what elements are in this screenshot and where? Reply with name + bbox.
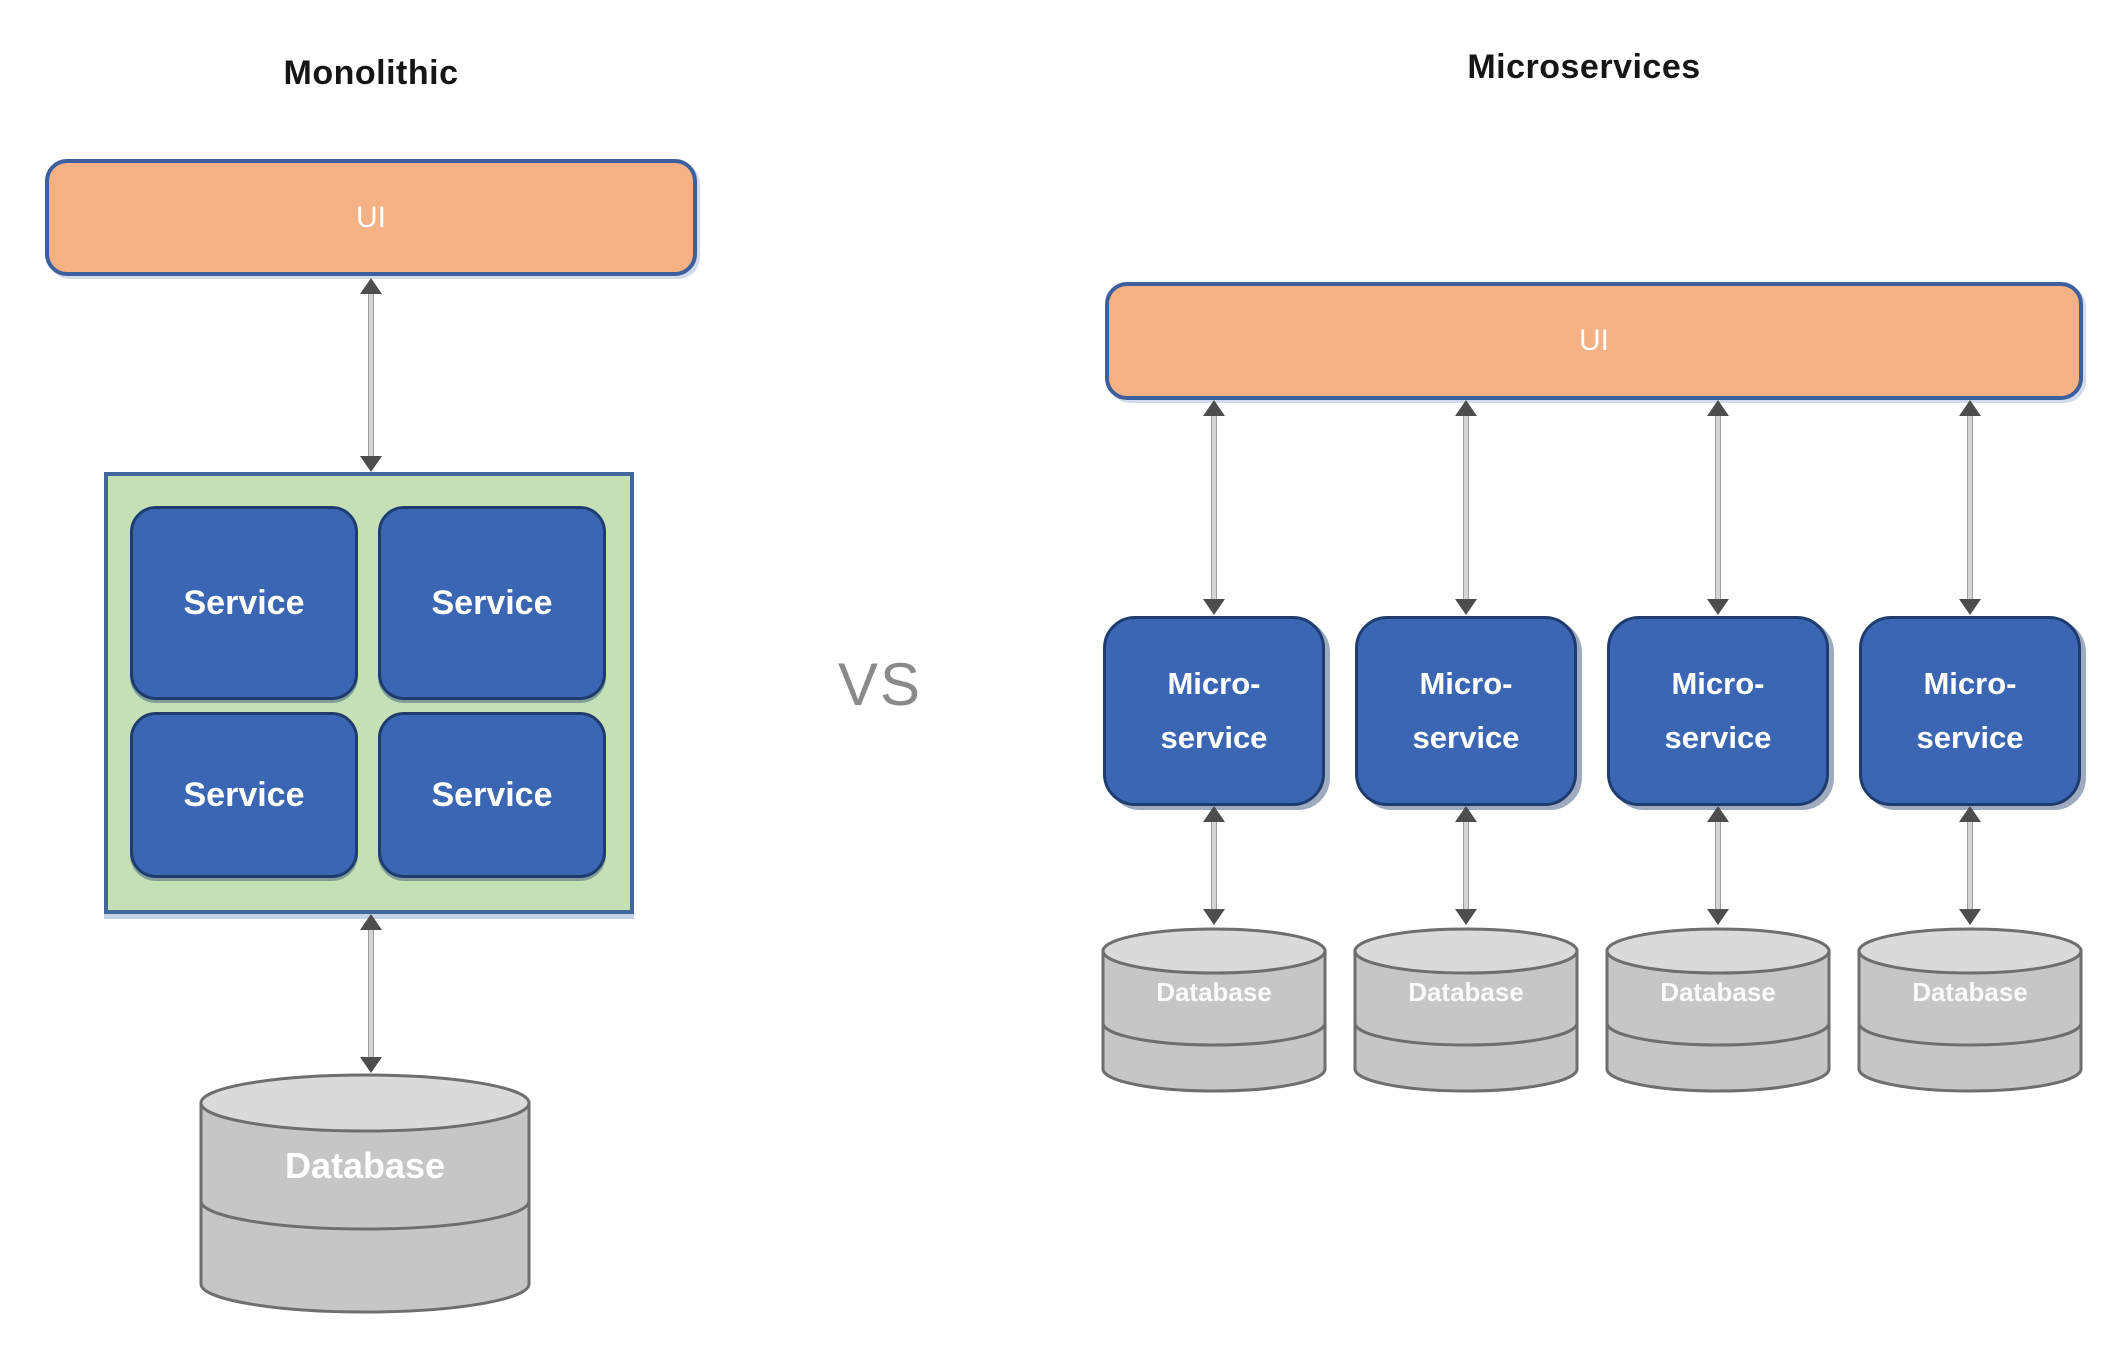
arrow-head-down: [360, 1057, 382, 1073]
database-label: Database: [1408, 977, 1524, 1007]
arrow-shaft: [1715, 822, 1721, 909]
database-cylinder-icon: [1353, 927, 1579, 1093]
arrow-head-up: [1203, 400, 1225, 416]
arrow-shaft: [368, 294, 374, 456]
service-label: Service: [431, 583, 553, 622]
microservice-label: Micro-service: [1160, 665, 1268, 755]
monolithic-ui-label: UI: [356, 200, 386, 234]
microservice-database-cylinder-2: Database: [1351, 925, 1581, 1095]
arrow-head-up: [1959, 400, 1981, 416]
microservice-label: Micro-service: [1412, 665, 1520, 755]
arrow-shaft: [1715, 416, 1721, 599]
ui-to-services-arrow: [358, 278, 384, 472]
arrow-head-down: [1959, 909, 1981, 925]
service-box-4: Service: [378, 712, 606, 878]
arrow-head-up: [1455, 400, 1477, 416]
database-label: Database: [1660, 977, 1776, 1007]
database-cylinder-icon: [199, 1073, 531, 1314]
service-label: Service: [183, 583, 305, 622]
microservices-ui-label: UI: [1579, 324, 1609, 357]
arrow-shaft: [368, 930, 374, 1057]
arrow-head-down: [1455, 599, 1477, 615]
arrow-head-up: [1707, 806, 1729, 822]
microservice-box-2: Micro-service: [1355, 616, 1577, 806]
arrow-shaft: [1463, 822, 1469, 909]
monolithic-title: Monolithic: [283, 54, 459, 92]
arrow-head-up: [360, 278, 382, 294]
arrow-head-down: [1707, 599, 1729, 615]
service-box-2: Service: [378, 506, 606, 700]
arrow-head-down: [1959, 599, 1981, 615]
database-cylinder-icon: [1101, 927, 1327, 1093]
arrow-head-up: [1203, 806, 1225, 822]
microservice-database-cylinder-3: Database: [1603, 925, 1833, 1095]
arrow-head-up: [360, 914, 382, 930]
arrow-head-down: [360, 456, 382, 472]
service-box-3: Service: [130, 712, 358, 878]
microservice-database-cylinder-4: Database: [1855, 925, 2085, 1095]
microservice-to-database-arrow-3: [1705, 806, 1731, 925]
database-label: Database: [1156, 977, 1272, 1007]
arrow-shaft: [1211, 416, 1217, 599]
database-label: Database: [284, 1145, 446, 1186]
vs-label: VS: [837, 651, 923, 718]
ui-to-microservice-arrow-3: [1705, 400, 1731, 615]
ui-to-microservice-arrow-2: [1453, 400, 1479, 615]
service-label: Service: [183, 775, 305, 814]
microservice-label: Micro-service: [1664, 665, 1772, 755]
database-cylinder-icon: [1857, 927, 2083, 1093]
service-box-1: Service: [130, 506, 358, 700]
microservices-ui-box: UI: [1105, 282, 2083, 400]
microservice-to-database-arrow-2: [1453, 806, 1479, 925]
microservices-title: Microservices: [1467, 48, 1701, 86]
arrow-head-up: [1959, 806, 1981, 822]
microservice-box-3: Micro-service: [1607, 616, 1829, 806]
ui-to-microservice-arrow-4: [1957, 400, 1983, 615]
arrow-shaft: [1463, 416, 1469, 599]
arrow-shaft: [1967, 822, 1973, 909]
arrow-head-down: [1455, 909, 1477, 925]
microservice-label: Micro-service: [1916, 665, 2024, 755]
microservice-box-1: Micro-service: [1103, 616, 1325, 806]
arrow-head-down: [1203, 909, 1225, 925]
ui-to-microservice-arrow-1: [1201, 400, 1227, 615]
arrow-shaft: [1211, 822, 1217, 909]
microservice-box-4: Micro-service: [1859, 616, 2081, 806]
arrow-head-up: [1707, 400, 1729, 416]
database-cylinder-icon: [1605, 927, 1831, 1093]
arrow-head-down: [1707, 909, 1729, 925]
database-label: Database: [1912, 977, 2028, 1007]
service-label: Service: [431, 775, 553, 814]
arrow-head-up: [1455, 806, 1477, 822]
monolithic-database-cylinder: Database: [197, 1073, 533, 1318]
arrow-shaft: [1967, 416, 1973, 599]
arrow-head-down: [1203, 599, 1225, 615]
services-to-database-arrow: [358, 914, 384, 1073]
microservice-to-database-arrow-4: [1957, 806, 1983, 925]
monolithic-ui-box: UI: [45, 159, 697, 276]
microservice-to-database-arrow-1: [1201, 806, 1227, 925]
microservice-database-cylinder-1: Database: [1099, 925, 1329, 1095]
